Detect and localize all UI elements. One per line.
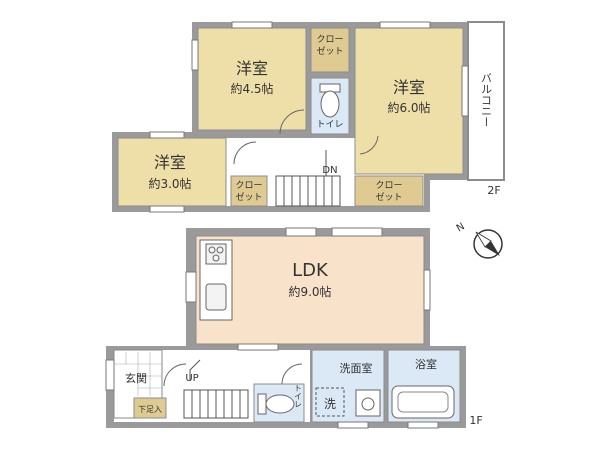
room-4-5-area xyxy=(197,27,307,131)
toilet-2f-label: トイレ xyxy=(316,120,343,130)
closet-right-label-2: ゼット xyxy=(375,191,402,203)
stairs-1f xyxy=(183,359,249,419)
toilet-2f-icon xyxy=(319,83,341,118)
doors-1f xyxy=(163,363,303,387)
washroom-label: 洗面室 xyxy=(340,361,373,375)
floor-2 xyxy=(112,21,505,213)
windows-1f xyxy=(105,227,439,429)
room-4-5-size: 約4.5帖 xyxy=(230,81,273,96)
bathroom-label: 浴室 xyxy=(415,357,437,371)
closet-left-label-2: ゼット xyxy=(235,191,262,203)
toilet-1f-label: トイレ xyxy=(294,384,303,408)
wash-basin-icon xyxy=(355,389,381,417)
room-6-0-size: 約6.0帖 xyxy=(387,100,430,115)
closet-left-area xyxy=(230,175,268,207)
ldk-size: 約9.0帖 xyxy=(288,284,331,299)
stair-up-label: UP xyxy=(185,373,198,384)
sink-icon xyxy=(205,283,227,311)
shoe-box-area xyxy=(133,397,167,419)
windows-2f xyxy=(149,21,469,213)
balcony-label: バルコニー xyxy=(480,73,493,128)
floor-1 xyxy=(105,83,466,429)
closet-right-area xyxy=(354,175,424,207)
toilet-1f-icon xyxy=(257,393,295,415)
stairs-2f xyxy=(275,150,341,207)
stove-icon xyxy=(205,243,227,265)
kitchen-counter xyxy=(199,239,233,321)
compass xyxy=(473,229,503,259)
entrance-label: 玄関 xyxy=(125,371,147,385)
closet-top-label-2: ゼット xyxy=(316,45,343,57)
washer-space xyxy=(315,387,345,417)
shoe-box-label: 下足入 xyxy=(138,405,162,414)
room-6-0-area xyxy=(354,27,464,175)
closet-right-label-1: クロー xyxy=(375,180,402,191)
room-6-0-name: 洋室 xyxy=(393,78,425,97)
closet-top-area xyxy=(310,27,350,73)
room-4-5-name: 洋室 xyxy=(236,59,268,78)
floor-1f-label: 1F xyxy=(469,414,482,427)
bathtub-icon xyxy=(391,385,455,419)
ldk-name: LDK xyxy=(292,260,329,281)
labels: 洋室 約4.5帖 洋室 約6.0帖 洋室 約3.0帖 クロー ゼット トイレ D… xyxy=(125,34,501,427)
closet-top-label-1: クロー xyxy=(316,34,343,45)
closet-left-label-1: クロー xyxy=(235,180,262,191)
balcony-area xyxy=(467,21,505,181)
room-3-0-name: 洋室 xyxy=(154,153,186,172)
room-3-0-area xyxy=(117,137,227,207)
room-3-0-size: 約3.0帖 xyxy=(148,176,191,191)
doors-2f xyxy=(233,109,379,165)
washer-label: 洗 xyxy=(324,397,336,411)
compass-north-label: N xyxy=(455,221,467,234)
stair-dn-label: DN xyxy=(322,165,337,176)
floor-2f-label: 2F xyxy=(487,184,500,197)
